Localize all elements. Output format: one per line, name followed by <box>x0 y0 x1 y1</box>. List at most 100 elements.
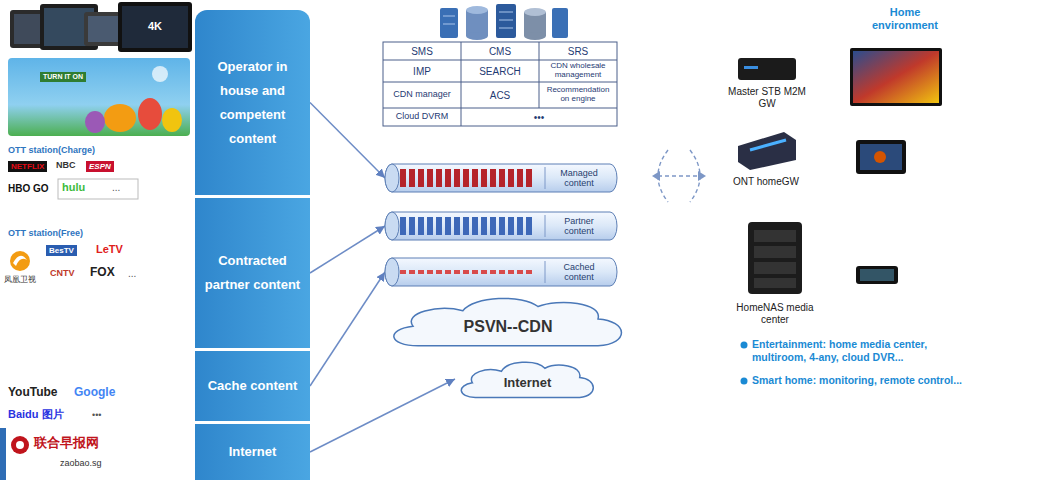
homenas-picture <box>754 230 796 242</box>
ont-homegw-picture <box>738 132 906 174</box>
content-bar <box>445 169 451 187</box>
promo-illustration <box>8 58 190 136</box>
content-bar <box>436 169 442 187</box>
content-bar <box>526 270 532 274</box>
ont-homegw-picture <box>856 140 906 174</box>
content-bar <box>445 270 451 274</box>
feature-bullet: Entertainment: home media center, multir… <box>752 338 984 364</box>
ont-homegw-picture <box>860 144 902 170</box>
server-icons <box>443 24 455 25</box>
channel-logo: 凤凰卫视 <box>4 275 36 284</box>
content-bar <box>454 217 460 235</box>
band-label: Internet <box>229 440 277 464</box>
function-table-grid <box>383 60 617 61</box>
dashed-link-heads <box>652 171 660 181</box>
homenas-picture <box>856 266 898 284</box>
site-logo: 联合早报网 <box>34 436 99 451</box>
server-icons <box>466 6 488 14</box>
ont-homegw-picture <box>750 140 786 150</box>
channel-logo: LeTV <box>96 243 123 256</box>
table-cell: Cloud DVRM <box>383 108 461 126</box>
table-cell: SRS <box>539 42 617 60</box>
group-heading: OTT station(Charge) <box>8 145 95 155</box>
content-band: Internet <box>195 424 310 480</box>
content-bar <box>436 217 442 235</box>
server-icons <box>440 4 568 40</box>
pipe-end <box>385 212 399 240</box>
master-stb-picture <box>738 48 942 106</box>
server-icons <box>524 8 546 16</box>
zaobao-logo-icon <box>0 428 29 480</box>
bullet-dot <box>741 342 748 349</box>
dashed-link-heads <box>652 171 706 181</box>
promo-illustration <box>85 111 105 133</box>
cloud-outline <box>461 362 593 397</box>
band-label: Operator in house and competent content <box>203 55 302 151</box>
feature-bullet: Smart home: monitoring, remote control..… <box>752 374 1052 387</box>
pipe-end <box>385 164 399 192</box>
table-cell: IMP <box>383 60 461 82</box>
logo-frame <box>58 179 138 199</box>
content-bar <box>418 217 424 235</box>
table-cell: CMS <box>461 42 539 60</box>
homenas-picture <box>754 246 796 258</box>
table-cell: CDN wholesale management <box>539 60 617 82</box>
cloud-outline <box>394 298 622 345</box>
band-label: Contracted partner content <box>203 249 302 297</box>
zaobao-logo-icon <box>16 441 24 449</box>
channel-logo: NETFLIX <box>8 161 47 172</box>
function-table-grid <box>383 108 617 109</box>
content-bar <box>427 169 433 187</box>
channel-logo: FOX <box>90 266 115 280</box>
phoenix-logo-icon <box>10 251 30 271</box>
screens-picture <box>88 16 120 42</box>
promo-illustration <box>152 66 168 82</box>
group-heading: OTT station(Free) <box>8 228 83 238</box>
content-bar <box>517 270 523 274</box>
screens-picture <box>122 6 188 48</box>
content-bar <box>427 270 433 274</box>
content-bar <box>409 217 415 235</box>
content-pipe: Managed content <box>385 164 617 192</box>
server-icons <box>440 8 458 38</box>
content-bar <box>508 169 514 187</box>
screens-picture <box>10 2 192 52</box>
content-bar <box>463 217 469 235</box>
dashed-link-symbol <box>658 150 700 202</box>
content-bar <box>490 169 496 187</box>
server-icons <box>499 20 513 21</box>
content-flow-arrow <box>310 379 455 452</box>
promo-text: TURN IT ON <box>40 72 86 82</box>
content-bar <box>418 270 424 274</box>
function-table-grid <box>383 82 617 83</box>
channel-logo: hulu <box>62 181 85 194</box>
content-bar <box>526 169 532 187</box>
content-bar <box>499 169 505 187</box>
device-name: HomeNAS media center <box>733 302 817 325</box>
content-pipe: Partner content <box>385 212 617 240</box>
content-bar <box>445 217 451 235</box>
homenas-picture <box>754 262 796 274</box>
content-bar <box>400 270 406 274</box>
promo-illustration <box>162 108 182 132</box>
content-band: Operator in house and competent content <box>195 10 310 195</box>
content-bar <box>436 270 442 274</box>
site-url: zaobao.sg <box>60 458 102 468</box>
content-band: Contracted partner content <box>195 198 310 348</box>
function-table-grid <box>383 42 617 126</box>
content-bar <box>400 169 406 187</box>
function-table-grid <box>383 42 617 126</box>
pipe-body <box>385 212 617 240</box>
dashed-link-heads <box>698 171 706 181</box>
logo-frame <box>58 179 138 199</box>
content-bar <box>400 217 406 235</box>
pipe-body <box>385 258 617 286</box>
pipe-divider <box>545 215 546 237</box>
zaobao-logo-icon <box>0 428 6 480</box>
screen-badge: 4K <box>148 20 162 33</box>
content-bar <box>526 217 532 235</box>
content-bar <box>517 217 523 235</box>
content-bar <box>409 270 415 274</box>
channel-logo: HBO GO <box>8 183 49 195</box>
function-table-grid <box>461 42 462 126</box>
